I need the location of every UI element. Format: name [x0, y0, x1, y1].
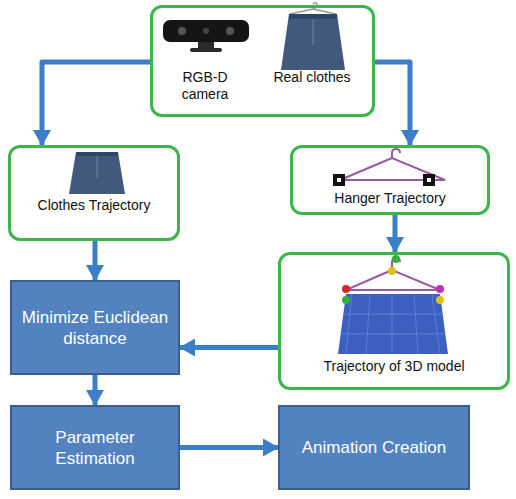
flow-arrow	[180, 345, 278, 350]
source-box: RGB-D camera Real clothes	[150, 5, 375, 117]
process-box: Hanger Trajectory	[290, 145, 490, 215]
node-label: RGB-D camera	[165, 69, 245, 103]
node-label: Hanger Trajectory	[295, 190, 485, 207]
flow-arrow	[375, 62, 410, 145]
node-label: Animation Creation	[302, 437, 447, 458]
step-box: Minimize Euclidean distance	[10, 280, 180, 375]
node-label: Minimize Euclidean distance	[20, 307, 170, 349]
node-label: Trajectory of 3D model	[284, 358, 504, 375]
process-box: Clothes Trajectory	[8, 145, 180, 241]
flow-arrow	[42, 62, 150, 145]
flow-arrow	[93, 241, 98, 280]
hanger-icon	[333, 149, 445, 186]
node-label: Real clothes	[262, 69, 362, 86]
camera-icon	[163, 20, 249, 52]
cloth-model	[338, 255, 448, 354]
flow-arrow	[93, 375, 98, 405]
flow-arrow	[180, 445, 278, 450]
skirt-photo	[281, 3, 345, 70]
step-box: Animation Creation	[278, 405, 470, 490]
node-label: Clothes Trajectory	[14, 197, 174, 214]
node-label: Parameter Estimation	[20, 427, 170, 469]
model-box: Trajectory of 3D model	[278, 252, 510, 390]
flow-arrow	[393, 215, 398, 252]
skirt-photo	[69, 152, 125, 194]
step-box: Parameter Estimation	[10, 405, 180, 490]
